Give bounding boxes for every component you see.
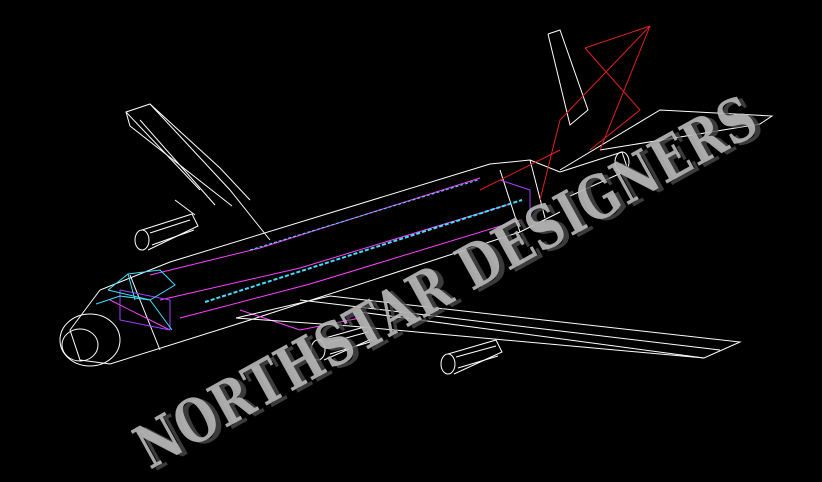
left-engine: [134, 199, 199, 251]
tail-guide-lines: [479, 25, 651, 201]
left-wing: [125, 103, 271, 241]
fuselage-detail-purple: [119, 179, 531, 331]
window-row-lower: [204, 199, 523, 303]
tail-engine: [559, 151, 630, 197]
horizontal-stabilizer: [559, 109, 774, 171]
airplane-wireframe: [59, 25, 774, 375]
right-wing: [235, 295, 742, 359]
right-engine-inner: [310, 325, 375, 361]
cockpit: [95, 269, 176, 331]
right-engine-outer: [440, 339, 503, 375]
vertical-stabilizer: [547, 29, 589, 126]
